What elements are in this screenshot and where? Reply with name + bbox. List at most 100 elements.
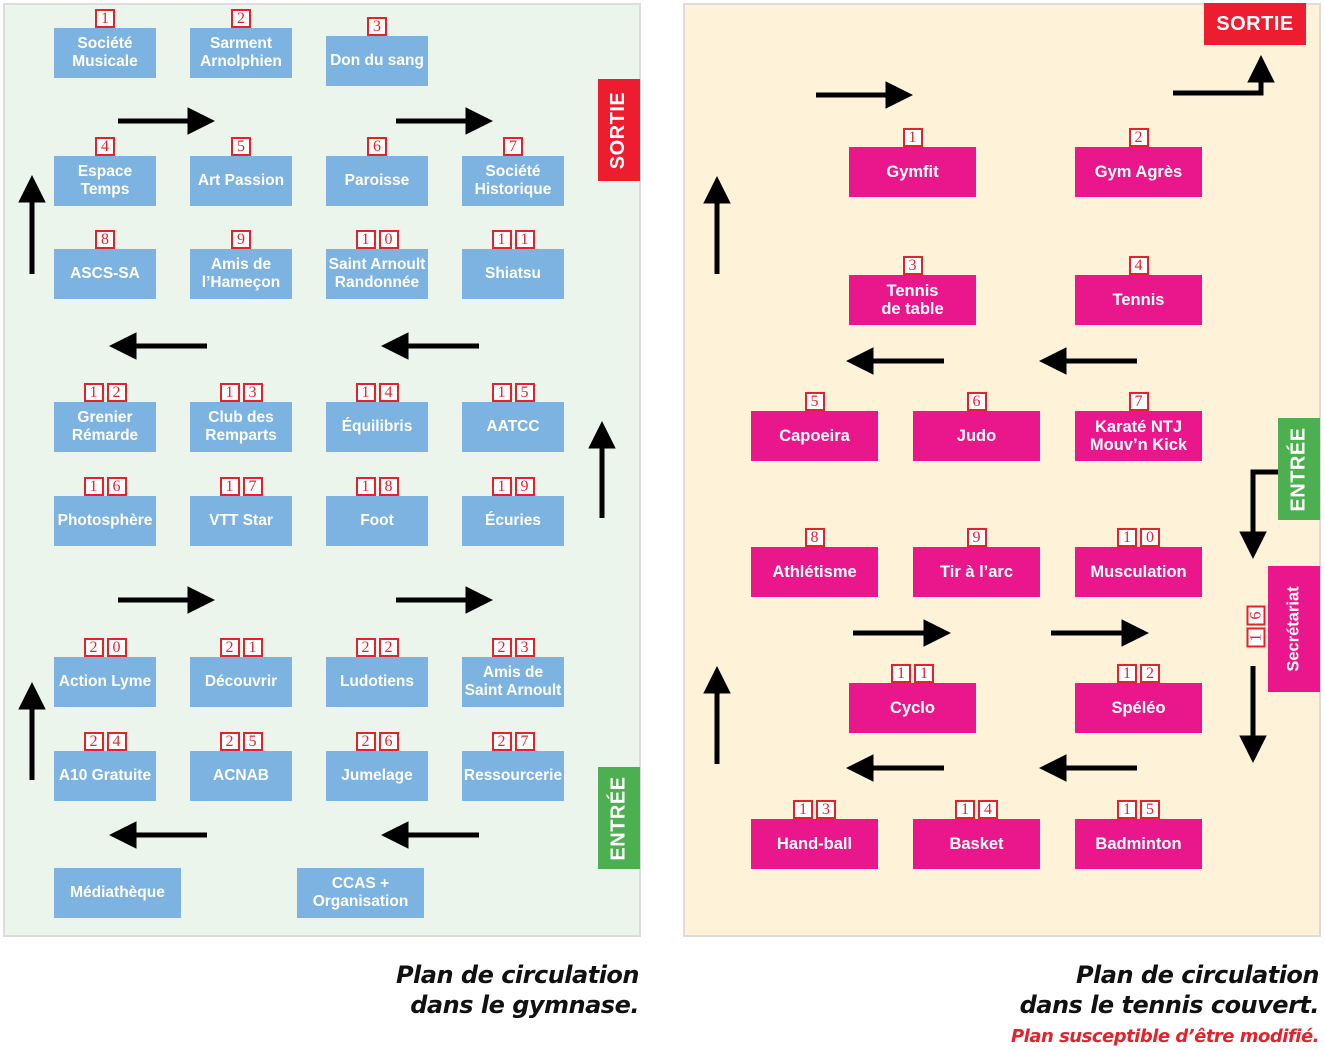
stand-number-digit: 0 [378,230,399,249]
stand-label: Découvrir [204,673,278,690]
stand-box: Société Historique [462,156,564,206]
stand-box: Saint Arnoult Randonnée [326,249,428,299]
modification-note: Plan susceptible d’être modifié. [1010,1026,1320,1047]
stand-number-digit: 3 [242,383,263,402]
tennis-caption: Plan de circulation dans le tennis couve… [919,960,1320,1020]
stand-number: 1 [95,9,115,28]
stand-number-digit: 7 [242,477,263,496]
stand-label: Jumelage [341,767,413,784]
stand-box: AATCC [462,402,564,452]
stand-box: Société Musicale [54,28,156,78]
stand-number: 1 [902,128,923,147]
stand-number: 5 [804,392,825,411]
stand-number: 3 [902,256,923,275]
stand-number-digit: 0 [106,638,127,657]
stand-number: 4 [95,137,115,156]
stand-label: Saint Arnoult Randonnée [328,256,426,291]
stand-number-digit: 2 [355,732,376,751]
stand-label: CCAS + Organisation [312,875,409,910]
stand-number-digit: 1 [219,477,240,496]
stand-number: 5 [231,137,251,156]
stand-number-digit: 1 [242,638,263,657]
stand-number-digit: 5 [242,732,263,751]
stand-number-digit: 6 [367,137,387,156]
stand-label: Gym Agrès [1094,163,1183,181]
stand-box: Tennis [1075,275,1202,325]
stand-box: Paroisse [326,156,428,206]
stand-number-digit: 5 [1140,800,1160,819]
stand-number-digit: 2 [83,732,104,751]
stand-label: Médiathèque [70,884,165,901]
stand-number-digit: 4 [978,800,998,819]
stand-label: ACNAB [213,767,269,784]
stand-label: Paroisse [344,172,410,189]
stand-number-digit: 4 [378,383,399,402]
gymnase-entry-sign: ENTRÉE [598,767,640,869]
stand-number-digit: 8 [378,477,399,496]
stand-number: 3 [367,17,387,36]
stand-box: Gym Agrès [1075,147,1202,197]
stand-number-digit: 1 [491,477,512,496]
stand-label: Secrétariat [1285,586,1303,672]
stand-label: Tennis [1112,291,1165,309]
stand-box: A10 Gratuite [54,751,156,801]
stand-box: CCAS + Organisation [297,868,424,918]
stand-number-digit: 1 [95,9,115,28]
stand-number-digit: 1 [355,477,376,496]
stand-number: 6 [966,392,987,411]
stand-number-digit: 1 [491,230,512,249]
stand-number-digit: 2 [1140,664,1160,683]
stand-label: VTT Star [209,512,273,529]
caption-line: dans le gymnase. [410,991,639,1019]
stand-label: Athlétisme [772,563,857,581]
stand-label: Capoeira [779,427,850,445]
stand-number: 2 [1128,128,1149,147]
stand-box: ACNAB [190,751,292,801]
stand-number-digit: 1 [1117,664,1137,683]
stand-box: Judo [913,411,1040,461]
stand-number-digit: 2 [355,638,376,657]
exit-label: SORTIE [1216,12,1294,35]
stand-box: Jumelage [326,751,428,801]
stand-label: Karaté NTJ Mouv’n Kick [1089,418,1188,454]
stand-number-digit: 6 [1246,605,1266,626]
entry-label: ENTRÉE [607,775,630,861]
stand-number-digit: 1 [1246,627,1266,648]
stand-label: AATCC [486,418,540,435]
stand-number-digit: 1 [1117,800,1137,819]
stand-box: Photosphère [54,496,156,546]
stand-box: Écuries [462,496,564,546]
stand-number-digit: 3 [902,256,923,275]
stand-number-digit: 2 [491,732,512,751]
stand-number-digit: 4 [95,137,115,156]
stand-number: 8 [804,528,825,547]
stand-label: Équilibris [341,418,413,435]
stand-number-digit: 7 [1128,392,1149,411]
stand-number-digit: 6 [106,477,127,496]
stand-number-digit: 1 [355,383,376,402]
stand-number: 7 [503,137,523,156]
stand-number-digit: 0 [1140,528,1160,547]
stand-number: 4 [1128,256,1149,275]
stand-box: Karaté NTJ Mouv’n Kick [1075,411,1202,461]
stand-label: Gymfit [886,163,939,181]
stand-box: Art Passion [190,156,292,206]
stand-number-digit: 9 [514,477,535,496]
stand-box: Gymfit [849,147,976,197]
stand-box: Athlétisme [751,547,878,597]
